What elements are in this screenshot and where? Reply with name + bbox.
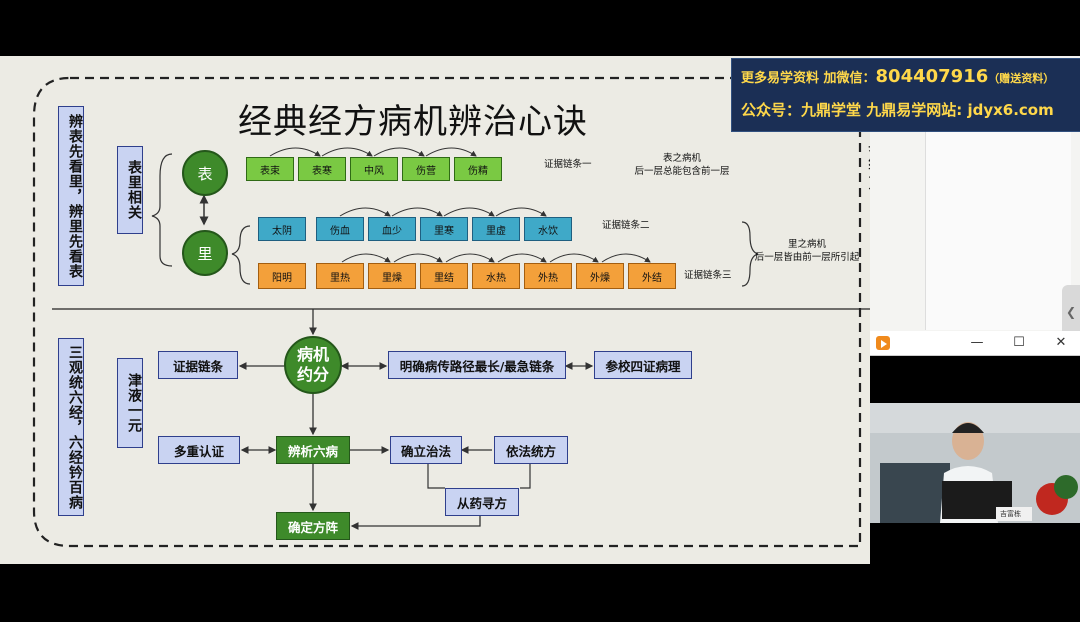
left-label-top: 辨表先看里，辨里先看表 [58, 106, 84, 286]
chain1-item: 中风 [350, 157, 398, 181]
li-note-text: 后一层皆由前一层所引起 [754, 252, 860, 263]
chain3-item: 水热 [472, 263, 520, 289]
evidence-chain-box: 证据链条 [158, 351, 238, 379]
biao-note-title: 表之病机 [662, 153, 701, 164]
final-formula-box: 确定方阵 [276, 512, 350, 540]
bingji-circle-text: 病机约分 [296, 345, 329, 384]
banner-line-2: 公众号：九鼎学堂 九鼎易学网站: jdyx6.com [741, 101, 1054, 119]
chain2-item: 水饮 [524, 217, 572, 241]
speaker-figure [870, 403, 1080, 523]
chain3-item: 里结 [420, 263, 468, 289]
player-app-icon [876, 336, 890, 350]
connector-lines [32, 76, 870, 548]
minimize-button[interactable]: — [970, 335, 984, 350]
chain1-label: 证据链条一 [544, 159, 592, 170]
chain1-item: 表寒 [298, 157, 346, 181]
chain2-item: 血少 [368, 217, 416, 241]
side-document-strip [925, 130, 1071, 330]
biaoli-label: 表里相关 [117, 146, 143, 234]
chain2-item: 太阴 [258, 217, 306, 241]
six-disease-box: 辨析六病 [276, 436, 350, 464]
speaker-nameplate: 吉富栋 [1000, 510, 1021, 518]
chain2-item: 伤血 [316, 217, 364, 241]
ad-banner: 更多易学资料 加微信：804407916（赠送资料） 公众号：九鼎学堂 九鼎易学… [731, 58, 1080, 132]
banner-prefix: 更多易学资料 加微信： [741, 71, 876, 86]
vertical-watermark-text: 经典经方 [864, 116, 870, 192]
four-evidence-box: 参校四证病理 [594, 351, 692, 379]
close-button[interactable]: ✕ [1055, 335, 1067, 350]
chain3-item: 外结 [628, 263, 676, 289]
banner-number: 804407916 [875, 66, 989, 87]
chain2-label: 证据链条二 [602, 220, 650, 231]
chain1-item: 伤营 [402, 157, 450, 181]
presentation-slide: 经典经方病机辨治心诀 经典经方 辨表先看里，辨里先看表 三观统六经，六经钤百病 … [0, 56, 870, 564]
chain3-item: 阳明 [258, 263, 306, 289]
chain2-item: 里虚 [472, 217, 520, 241]
li-circle: 里 [182, 230, 228, 276]
left-label-bottom: 三观统六经，六经钤百病 [58, 338, 84, 516]
maximize-button[interactable]: ☐ [1013, 335, 1025, 350]
side-collapse-tab[interactable]: ❮ [1062, 285, 1080, 339]
path-box: 明确病传路径最长/最急链条 [388, 351, 566, 379]
chain3-label: 证据链条三 [684, 270, 732, 281]
banner-line-1: 更多易学资料 加微信：804407916（赠送资料） [741, 66, 1054, 87]
chevron-left-icon: ❮ [1065, 305, 1077, 319]
chain3-item: 外热 [524, 263, 572, 289]
biao-circle: 表 [182, 150, 228, 196]
bingji-circle: 病机约分 [284, 336, 342, 394]
biao-note-text: 后一层总能包含前一层 [634, 166, 730, 177]
video-window: — ☐ ✕ 吉富栋 [870, 331, 1080, 524]
formula-method-box: 依法统方 [494, 436, 568, 464]
chain1-item: 表束 [246, 157, 294, 181]
video-window-titlebar: — ☐ ✕ [870, 331, 1080, 356]
chain3-item: 里燥 [368, 263, 416, 289]
chain1-item: 伤精 [454, 157, 502, 181]
drug-search-box: 从药寻方 [445, 488, 519, 516]
multi-cert-box: 多重认证 [158, 436, 240, 464]
li-note-title: 里之病机 [787, 239, 826, 250]
chain3-item: 外燥 [576, 263, 624, 289]
chain3-item: 里热 [316, 263, 364, 289]
slide-title: 经典经方病机辨治心诀 [238, 102, 588, 142]
chain2-item: 里寒 [420, 217, 468, 241]
webcam-feed: 吉富栋 [870, 403, 1080, 523]
jinye-label: 津液一元 [117, 358, 143, 448]
banner-suffix: （赠送资料） [988, 72, 1055, 85]
treatment-box: 确立治法 [390, 436, 462, 464]
